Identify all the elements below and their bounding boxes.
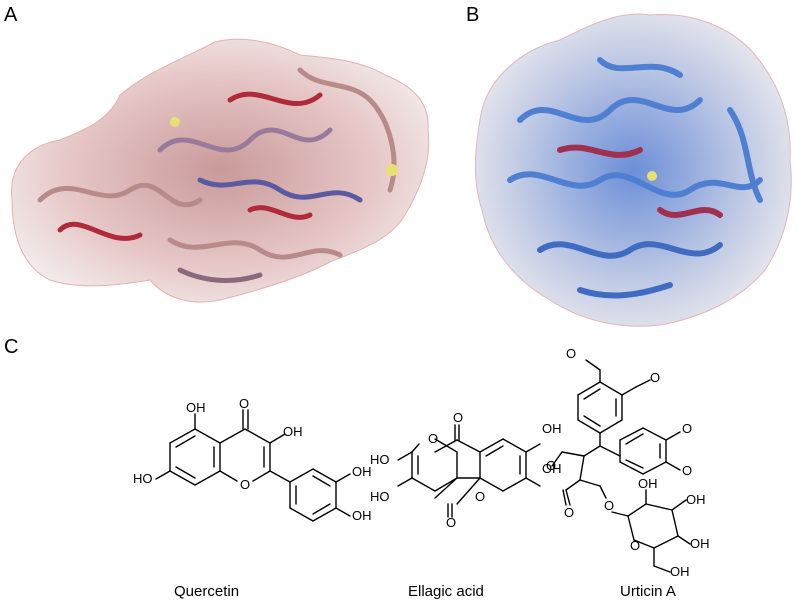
urticin-o-carbonyl: O bbox=[564, 505, 574, 520]
quercetin-oh-3p: OH bbox=[352, 464, 372, 479]
urticin-oh-c2: OH bbox=[690, 536, 710, 551]
urticin-o-right-top: O bbox=[682, 421, 692, 436]
ellagic-oh-top-right: OH bbox=[542, 421, 562, 436]
protein-a-surface bbox=[11, 38, 430, 303]
quercetin-o-carbonyl: O bbox=[239, 396, 249, 411]
quercetin-ho-7: HO bbox=[133, 471, 153, 486]
urticin-o-top-left: O bbox=[566, 346, 576, 361]
protein-b-ribbons bbox=[507, 57, 763, 299]
urticin-oh-c4: OH bbox=[638, 476, 658, 491]
ellagic-o-ring-top: O bbox=[428, 431, 438, 446]
quercetin-oh-top: OH bbox=[186, 400, 206, 415]
quercetin-oh-4p: OH bbox=[352, 508, 372, 523]
urticin-o-sugar-ring: O bbox=[630, 538, 640, 553]
protein-b-ligand bbox=[647, 171, 657, 181]
protein-a-structure bbox=[11, 38, 430, 303]
urticin-o-right-bottom: O bbox=[682, 463, 692, 478]
urticin-o-top-right: O bbox=[650, 370, 660, 385]
protein-b-structure bbox=[474, 13, 792, 327]
ellagic-o-bottom: O bbox=[446, 515, 456, 530]
quercetin-oh-3: OH bbox=[283, 424, 303, 439]
protein-a-ribbons bbox=[37, 67, 397, 283]
panel-b-label: B bbox=[466, 4, 480, 26]
protein-a-ligand-2 bbox=[170, 117, 180, 127]
urticin-a-label: Urticin A bbox=[620, 583, 676, 600]
urticin-oh-c3: OH bbox=[686, 492, 706, 507]
quercetin-o-ring: O bbox=[240, 477, 250, 492]
quercetin-structure: OH O OH O HO OH OH bbox=[133, 396, 372, 523]
urticin-o-lactone-ring: O bbox=[546, 458, 556, 473]
urticin-o-ether: O bbox=[604, 498, 614, 513]
protein-a-ligand bbox=[386, 164, 398, 176]
ellagic-ho-bottom-left: HO bbox=[370, 489, 390, 504]
protein-b-surface bbox=[474, 13, 792, 327]
ellagic-ho-left: HO bbox=[370, 452, 390, 467]
panel-a-label: A bbox=[4, 4, 18, 26]
ellagic-oh-right: OH bbox=[542, 461, 562, 476]
ellagic-acid-label: Ellagic acid bbox=[408, 583, 484, 600]
ellagic-o-ring-bottom: O bbox=[475, 489, 485, 504]
quercetin-label: Quercetin bbox=[174, 583, 239, 600]
urticin-oh-c6: OH bbox=[670, 564, 690, 579]
urticin-a-structure: O O O O O O O O OH OH OH OH bbox=[546, 346, 710, 579]
ellagic-o-top: O bbox=[453, 410, 463, 425]
panel-c-label: C bbox=[4, 336, 19, 358]
ellagic-acid-structure: O O OH OH HO HO O O bbox=[370, 410, 562, 530]
